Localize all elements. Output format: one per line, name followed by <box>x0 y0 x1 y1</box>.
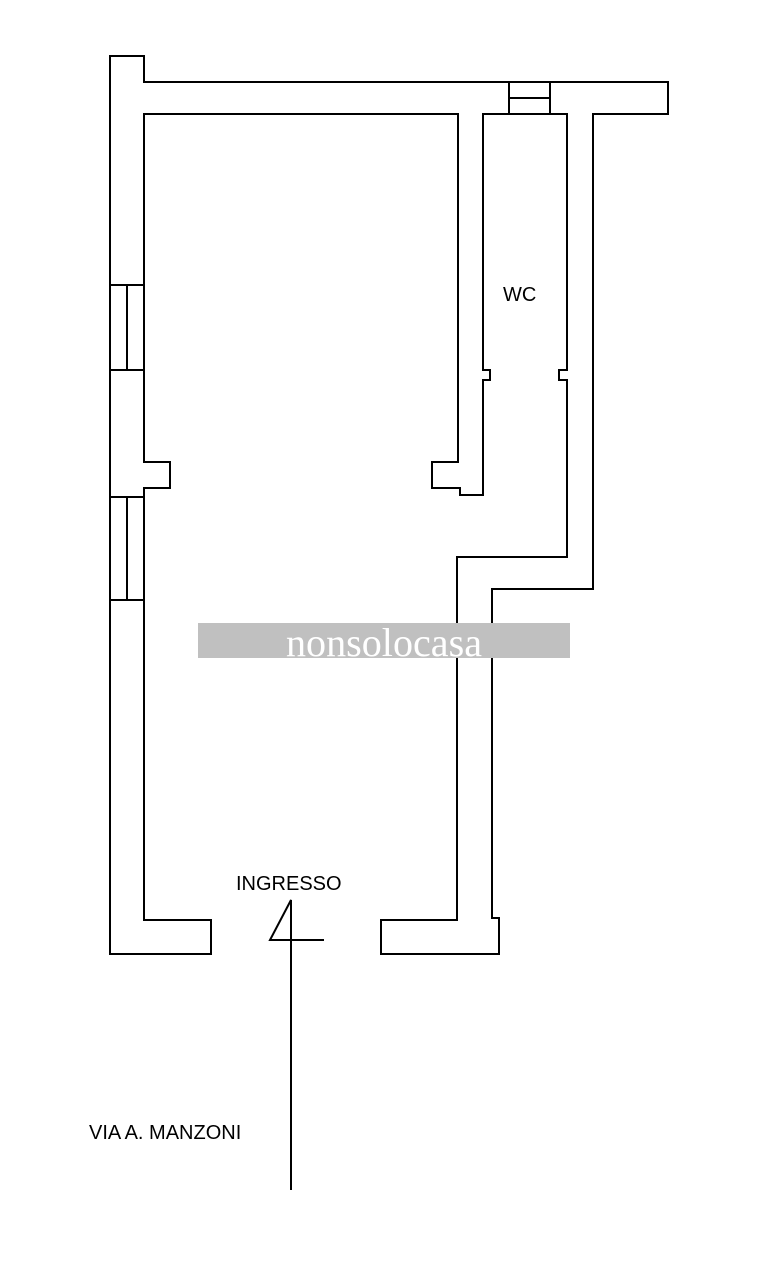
entrance-arrow-icon <box>268 899 324 1190</box>
watermark-band <box>198 623 570 658</box>
watermark-text: nonsolocasa <box>286 620 482 665</box>
left-and-top-wall <box>109 55 669 955</box>
street-label: VIA A. MANZONI <box>89 1122 241 1144</box>
entrance-label: INGRESSO <box>236 873 342 895</box>
wc-label: WC <box>503 284 536 306</box>
